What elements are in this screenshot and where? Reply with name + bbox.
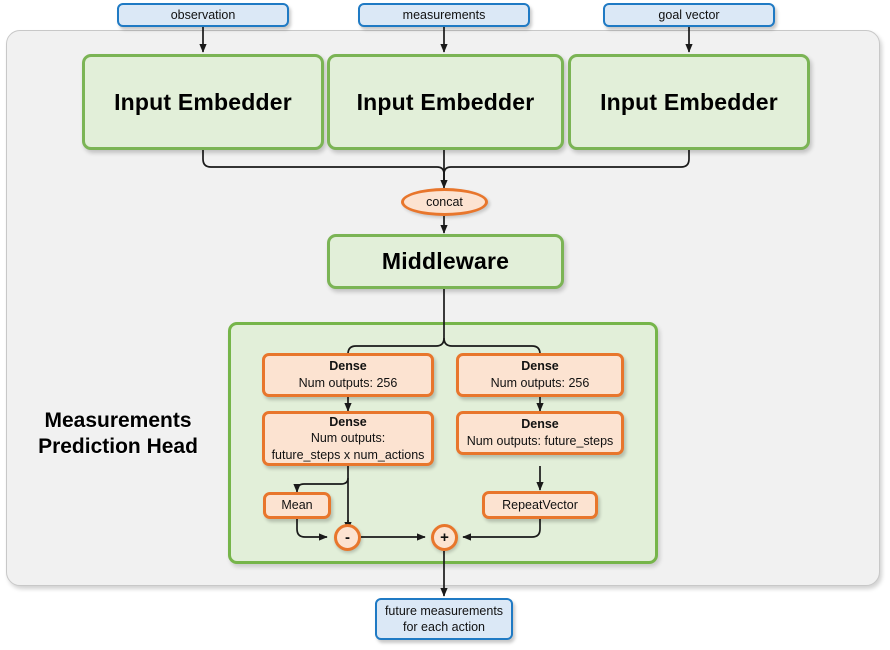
left-dense-1-line2: Num outputs: 256 — [298, 376, 398, 390]
mean-node[interactable]: Mean — [263, 492, 331, 519]
input-box-measurements[interactable]: measurements — [358, 3, 530, 27]
right-dense-1-title: Dense — [521, 359, 559, 374]
input-box-observation-label: observation — [170, 7, 236, 22]
add-operator-node[interactable]: + — [431, 524, 458, 551]
input-box-measurements-label: measurements — [402, 7, 486, 22]
input-box-goal-vector[interactable]: goal vector — [603, 3, 775, 27]
output-box-line1: future measurements — [384, 603, 504, 618]
right-dense-2-line2: Num outputs: future_steps — [466, 434, 614, 448]
left-dense-1-title: Dense — [329, 359, 367, 374]
left-dense-2-line2: Num outputs: — [310, 431, 386, 446]
input-embedder-3[interactable]: Input Embedder — [568, 54, 810, 150]
concat-label: concat — [426, 195, 463, 209]
right-dense-2[interactable]: Dense Num outputs: future_steps — [456, 411, 624, 455]
concat-node[interactable]: concat — [401, 188, 488, 216]
measurements-prediction-head-label: Measurements Prediction Head — [18, 408, 218, 459]
middleware-label: Middleware — [381, 248, 510, 274]
middleware-node[interactable]: Middleware — [327, 234, 564, 289]
right-dense-1[interactable]: Dense Num outputs: 256 — [456, 353, 624, 397]
left-dense-2[interactable]: Dense Num outputs: future_steps x num_ac… — [262, 411, 434, 466]
input-embedder-1[interactable]: Input Embedder — [82, 54, 324, 150]
input-embedder-3-label: Input Embedder — [600, 88, 778, 115]
output-box-line2: for each action — [403, 620, 485, 634]
input-box-goal-vector-label: goal vector — [658, 7, 720, 22]
subtract-operator-symbol: - — [345, 529, 350, 546]
subtract-operator-node[interactable]: - — [334, 524, 361, 551]
left-dense-2-line3: future_steps x num_actions — [271, 447, 425, 462]
repeat-vector-node[interactable]: RepeatVector — [482, 491, 598, 519]
add-operator-symbol: + — [440, 529, 449, 546]
mean-label: Mean — [281, 498, 313, 513]
input-embedder-2[interactable]: Input Embedder — [327, 54, 564, 150]
left-dense-1[interactable]: Dense Num outputs: 256 — [262, 353, 434, 397]
output-box-future-measurements[interactable]: future measurements for each action — [375, 598, 513, 640]
input-embedder-1-label: Input Embedder — [114, 88, 292, 115]
input-box-observation[interactable]: observation — [117, 3, 289, 27]
repeat-vector-label: RepeatVector — [502, 497, 578, 512]
head-label-line1: Measurements — [44, 409, 192, 432]
right-dense-2-title: Dense — [521, 417, 559, 432]
head-label-line2: Prediction Head — [38, 434, 198, 458]
right-dense-1-line2: Num outputs: 256 — [490, 376, 590, 390]
input-embedder-2-label: Input Embedder — [356, 88, 535, 115]
left-dense-2-title: Dense — [329, 414, 367, 429]
